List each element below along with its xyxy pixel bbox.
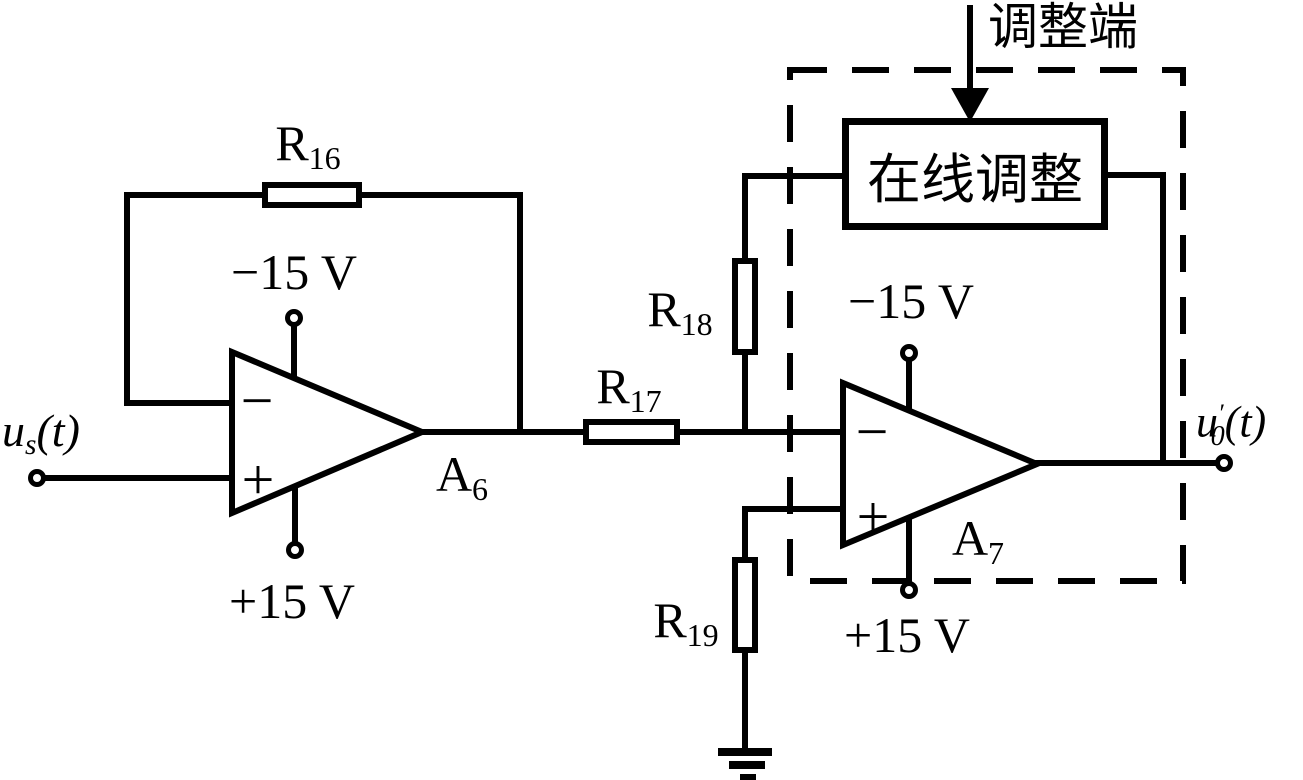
a6-neg-supply-label: −15 V (231, 244, 357, 300)
adjust-terminal-label: 调整端 (988, 0, 1138, 55)
adjust-arrow-icon (951, 88, 989, 122)
input-terminal-node (28, 469, 46, 487)
wire-r17-to-a7 (677, 429, 846, 435)
output-terminal-node (1215, 454, 1233, 472)
wire-a6-pos-supply-stub (292, 484, 298, 542)
output-signal-label: u′0(t) (1196, 397, 1267, 453)
wire-input-signal (42, 475, 235, 481)
online-adjust-label: 在线调整 (867, 149, 1083, 210)
a6-pos-supply-node (286, 541, 304, 559)
opamp-a6-triangle (229, 347, 430, 518)
a7-neg-supply-node (900, 344, 918, 362)
a7-inverting-mark: − (855, 399, 889, 464)
wire-r18-stem-bottom (742, 352, 748, 435)
a6-neg-supply-node (285, 309, 303, 327)
resistor-r17 (583, 419, 680, 445)
wire-a6-neg-supply-stub (291, 325, 297, 381)
wire-adjust-box-right (1105, 172, 1166, 178)
wire-to-adjust-box-left (742, 173, 845, 179)
a6-noninverting-mark: + (241, 447, 275, 512)
r16-label: R16 (275, 115, 341, 176)
a7-pos-supply-label: +15 V (844, 607, 970, 663)
a6-inverting-mark: − (240, 368, 274, 433)
wire-feedback-left-vertical (124, 192, 130, 406)
wire-a7-neg-supply-stub (906, 360, 912, 412)
wire-r19-stem-top (742, 506, 748, 560)
wire-a6-inverting-input (124, 400, 235, 406)
wire-feedback-right-vertical (517, 192, 523, 435)
a7-noninverting-mark: + (856, 484, 890, 549)
ground-bar-1 (718, 748, 772, 756)
input-signal-label: us(t) (2, 405, 80, 462)
wire-a7-output (1034, 460, 1227, 466)
r18-label: R18 (647, 281, 713, 342)
resistor-r18 (732, 258, 758, 355)
wire-adjust-arrow-line (967, 5, 973, 90)
a6-pos-supply-label: +15 V (229, 573, 355, 629)
ground-bar-3 (740, 774, 756, 780)
resistor-r16 (262, 182, 362, 208)
wire-a7-pos-supply-stub (906, 515, 912, 583)
a7-pos-supply-node (900, 581, 918, 599)
wire-feedback-top-right (359, 192, 523, 198)
wire-adjust-box-down (1160, 172, 1166, 466)
online-adjust-box: 在线调整 (842, 118, 1108, 230)
wire-feedback-top-left (124, 192, 265, 198)
opamp-a7-label: A7 (951, 510, 1005, 571)
r19-label: R19 (653, 592, 719, 653)
resistor-r19 (732, 557, 758, 653)
dashed-module-boundary (787, 67, 1186, 584)
a7-neg-supply-label: −15 V (848, 273, 974, 329)
wire-a6-output (419, 429, 586, 435)
ground-bar-2 (729, 761, 765, 769)
wire-r18-stem-top (742, 173, 748, 261)
r17-label: R17 (596, 358, 662, 419)
wire-a7-noninverting-input (742, 506, 846, 512)
wire-r19-stem-bottom (742, 650, 748, 752)
opamp-a7-triangle (840, 378, 1045, 550)
opamp-a6-label: A6 (435, 446, 489, 507)
